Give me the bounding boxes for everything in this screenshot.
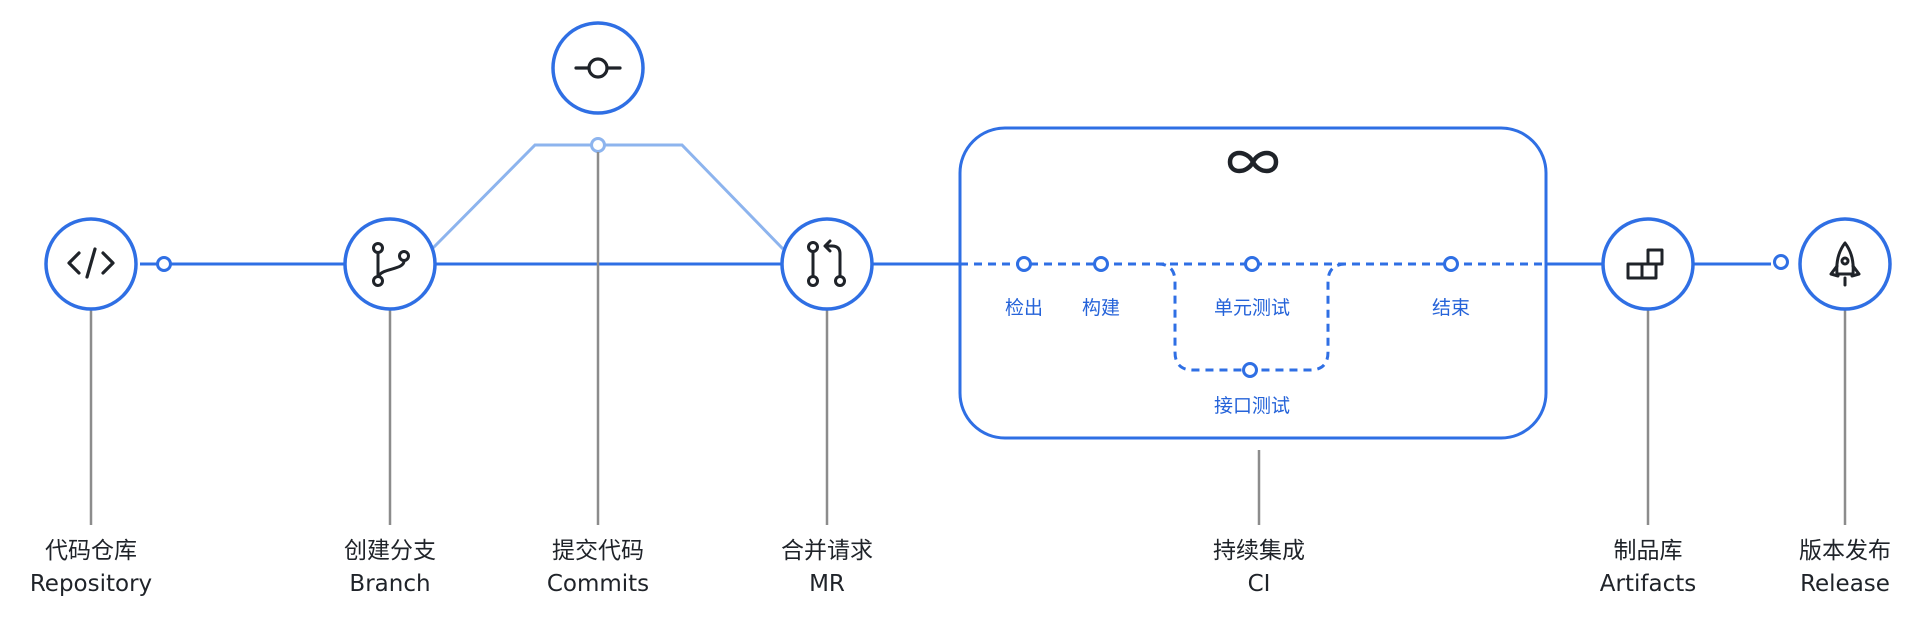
stage-label-artifacts: 制品库 Artifacts (1548, 535, 1748, 601)
stage-label-release: 版本发布 Release (1745, 535, 1920, 601)
commits-branch-path (430, 137, 785, 251)
stage-node-commits[interactable] (551, 21, 645, 115)
label-connectors (89, 152, 1847, 525)
merge-request-icon (807, 239, 846, 287)
code-icon (67, 247, 115, 279)
ci-step-api-test-label: 接口测试 (1213, 395, 1290, 417)
stage-label-en: MR (809, 571, 845, 597)
blocks-icon (1626, 248, 1664, 280)
ci-node-unit-test (1244, 256, 1260, 272)
infinity-icon (1227, 150, 1279, 174)
git-commit-icon (574, 57, 622, 79)
stage-label-en: Artifacts (1599, 571, 1697, 597)
stage-node-repository[interactable] (44, 217, 138, 311)
ci-node-build (1093, 256, 1109, 272)
repository-out-node (156, 256, 172, 272)
ci-node-end (1443, 256, 1459, 272)
stage-label-mr: 合并请求 MR (727, 535, 927, 601)
stage-label-commits: 提交代码 Commits (498, 535, 698, 601)
ci-step-build-label: 构建 (1081, 297, 1120, 319)
stage-label-en: Repository (29, 571, 153, 597)
git-branch-icon (372, 242, 410, 287)
stage-node-branch[interactable] (343, 217, 437, 311)
stage-label-zh: 代码仓库 (45, 538, 137, 564)
stage-label-zh: 合并请求 (781, 538, 873, 564)
release-in-node (1773, 254, 1789, 270)
ci-step-checkout-label: 检出 (1004, 297, 1043, 319)
ci-node-checkout (1016, 256, 1032, 272)
stage-label-en: Release (1800, 571, 1890, 597)
stage-label-zh: 持续集成 (1213, 538, 1305, 564)
stage-node-release[interactable] (1798, 217, 1892, 311)
ci-step-unit-test-label: 单元测试 (1213, 297, 1290, 319)
stage-label-branch: 创建分支 Branch (290, 535, 490, 601)
stage-label-zh: 创建分支 (344, 538, 436, 564)
stage-node-mr[interactable] (780, 217, 874, 311)
stage-label-en: Commits (546, 571, 650, 597)
stage-label-zh: 制品库 (1613, 538, 1683, 564)
ci-container (958, 126, 1548, 440)
ci-node-api-test (1242, 362, 1258, 378)
stage-label-ci: 持续集成 CI (1159, 535, 1359, 601)
rocket-icon (1829, 241, 1861, 287)
stage-label-zh: 提交代码 (552, 538, 644, 564)
stage-label-en: Branch (349, 571, 431, 597)
commit-node (590, 137, 606, 153)
stage-label-zh: 版本发布 (1799, 538, 1891, 564)
ci-step-end-label: 结束 (1431, 297, 1470, 319)
stage-node-artifacts[interactable] (1601, 217, 1695, 311)
stage-label-en: CI (1247, 571, 1271, 597)
stage-label-repository: 代码仓库 Repository (0, 535, 191, 601)
